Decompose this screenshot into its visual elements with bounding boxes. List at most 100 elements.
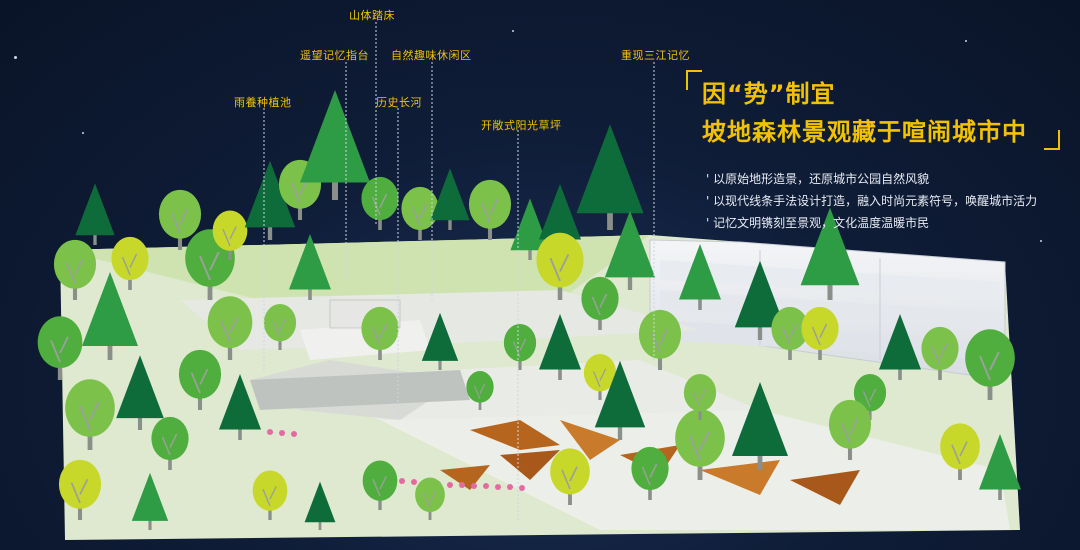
round-canopy: [401, 186, 439, 231]
tree-trunk: [77, 503, 83, 520]
round-canopy: [683, 373, 717, 412]
tree-branches: [371, 323, 388, 346]
tree-trunk: [518, 357, 522, 370]
tree-trunk: [378, 496, 382, 510]
tree-branches: [561, 466, 578, 490]
round-tree: [921, 326, 959, 380]
star: [965, 40, 967, 42]
pine-canopy: [116, 355, 164, 419]
pine-tree: [219, 374, 261, 440]
pine-tree: [131, 472, 169, 530]
star: [14, 56, 17, 59]
round-tree: [65, 379, 115, 450]
round-tree: [965, 329, 1015, 400]
round-canopy: [65, 379, 115, 437]
headline: 因“势”制宜 坡地森林景观藏于喧闹城市中: [686, 70, 1066, 150]
pine-tree: [604, 210, 656, 290]
round-canopy: [252, 470, 288, 511]
round-canopy: [771, 306, 809, 351]
tree-branches: [931, 343, 948, 366]
tree-branches: [689, 431, 710, 461]
pine-tree: [539, 314, 581, 380]
pine-canopy: [75, 183, 115, 236]
pine-tree: [304, 481, 336, 530]
tree-branches: [272, 318, 287, 338]
tree-trunk: [558, 365, 562, 380]
tree-trunk: [898, 365, 902, 380]
tree-trunk: [607, 206, 613, 230]
pine-canopy: [594, 360, 646, 428]
tree-branches: [70, 478, 89, 504]
callout-lookout: 遥望记忆指台: [300, 49, 369, 62]
round-tree: [37, 316, 83, 380]
tree-branches: [262, 486, 277, 507]
round-tree: [151, 416, 189, 470]
pine-tree: [594, 360, 646, 440]
tree-branches: [199, 251, 220, 281]
callout-memory: 重现三江记忆: [621, 49, 690, 62]
pine-canopy: [300, 90, 370, 183]
pine-tree: [732, 382, 788, 470]
tree-trunk: [998, 485, 1002, 500]
round-canopy: [37, 316, 83, 369]
tree-branches: [411, 203, 428, 226]
round-canopy: [151, 416, 189, 461]
bullet-item: ' 记忆文明镌刻至景观，文化温度温暖市民: [706, 216, 930, 230]
pine-canopy: [131, 472, 169, 521]
callout-mountain: 山体踏床: [349, 9, 395, 22]
pine-tree: [82, 272, 138, 360]
tree-trunk: [87, 430, 93, 450]
tree-trunk: [868, 407, 872, 420]
tree-group: [37, 90, 1021, 530]
tree-trunk: [267, 222, 273, 240]
round-canopy: [503, 323, 537, 362]
bullet-list: ' 以原始地形造景，还原城市公园自然风貌 ' 以现代线条手法设计打造，融入时尚元…: [706, 168, 1037, 234]
pine-canopy: [304, 481, 336, 523]
round-canopy: [178, 349, 222, 399]
round-tree: [675, 409, 725, 480]
round-canopy: [583, 353, 617, 392]
round-tree: [207, 296, 253, 360]
pine-canopy: [979, 434, 1021, 490]
tree-branches: [650, 328, 669, 354]
tree-branches: [512, 338, 527, 358]
pine-tree: [800, 207, 860, 300]
tree-branches: [979, 351, 1000, 381]
tree-branches: [170, 208, 189, 234]
tree-trunk: [448, 216, 452, 230]
round-canopy: [263, 303, 297, 342]
pine-tree: [879, 314, 921, 380]
star: [82, 132, 84, 134]
round-tree: [158, 189, 202, 250]
round-tree: [212, 210, 248, 260]
tree-trunk: [598, 315, 602, 330]
star: [512, 30, 514, 32]
tree-trunk: [557, 281, 563, 300]
tree-trunk: [308, 285, 312, 300]
pine-tree: [300, 90, 370, 200]
round-canopy: [921, 326, 959, 371]
tree-branches: [190, 368, 209, 394]
tree-trunk: [57, 362, 63, 380]
round-canopy: [362, 460, 398, 501]
round-tree: [361, 306, 399, 360]
round-canopy: [53, 239, 97, 289]
round-tree: [111, 236, 149, 290]
round-canopy: [207, 296, 253, 349]
pine-tree: [979, 434, 1021, 500]
round-tree: [581, 276, 619, 330]
tree-trunk: [168, 455, 172, 470]
tree-trunk: [938, 365, 942, 380]
tree-branches: [811, 323, 828, 346]
tree-trunk: [418, 225, 422, 240]
pine-canopy: [539, 184, 581, 240]
pine-canopy: [430, 168, 470, 221]
round-tree: [468, 179, 512, 240]
pine-canopy: [879, 314, 921, 370]
pine-tree: [244, 160, 296, 240]
tree-trunk: [177, 233, 183, 250]
tree-trunk: [438, 357, 442, 370]
pine-canopy: [679, 244, 721, 300]
pine-tree: [734, 260, 786, 340]
round-tree: [771, 306, 809, 360]
